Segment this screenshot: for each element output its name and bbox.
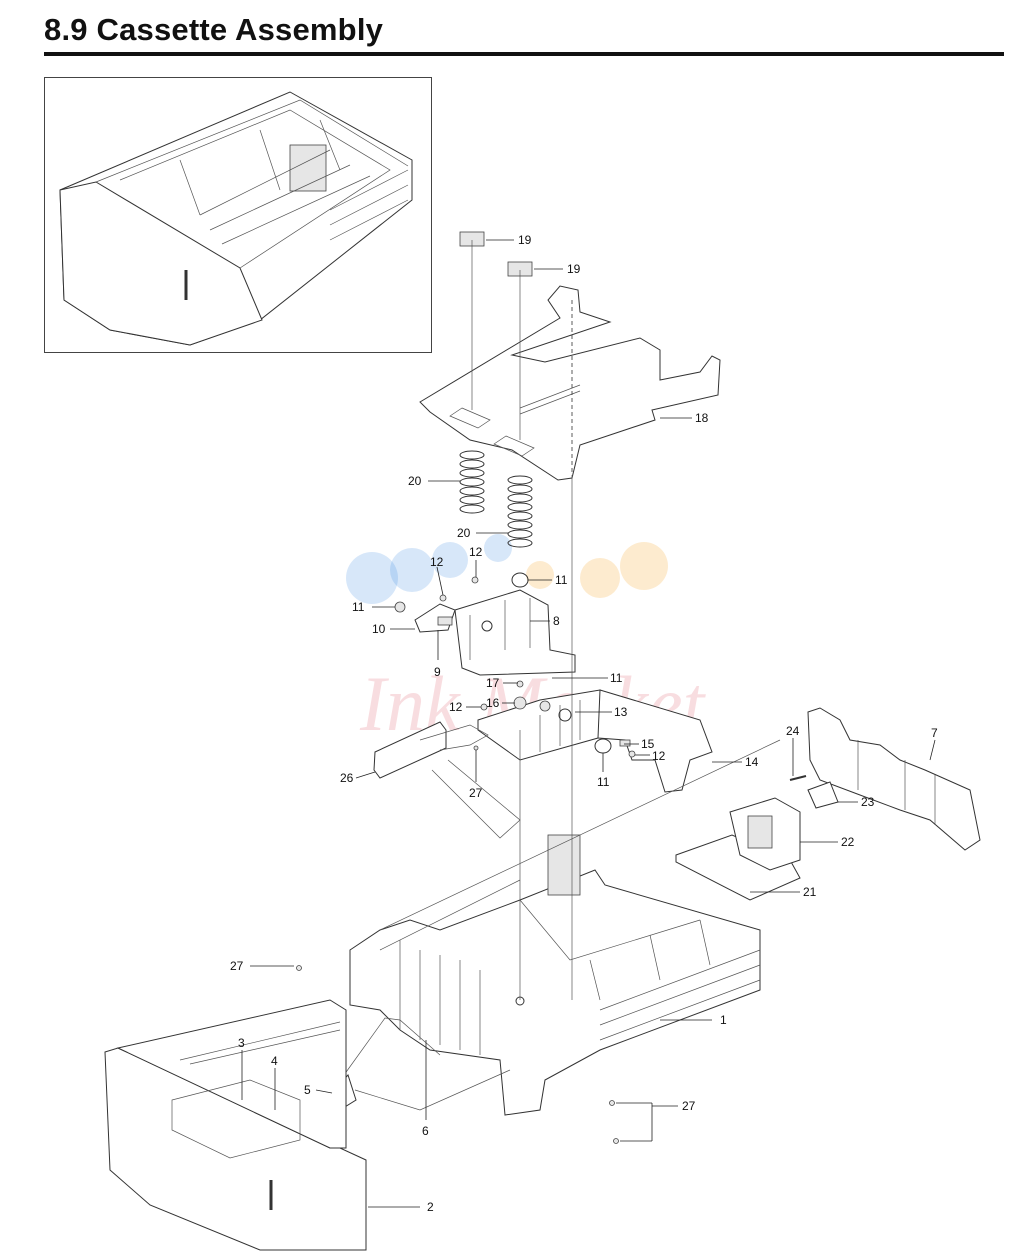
washer-16 [513, 696, 527, 710]
screw-27 [473, 745, 479, 751]
title-rule [44, 52, 1004, 56]
holder-9 [437, 616, 453, 626]
screw-12 [628, 750, 636, 758]
callout-20: 20 [457, 526, 471, 540]
callout-14: 14 [745, 755, 759, 769]
callout-27: 27 [230, 959, 244, 973]
side-cover-7 [807, 707, 981, 851]
callout-10: 10 [372, 622, 386, 636]
callout-9: 9 [434, 665, 441, 679]
callout-17: 17 [486, 676, 500, 690]
callout-16: 16 [486, 696, 500, 710]
gear-11 [539, 700, 551, 712]
callout-11: 11 [352, 600, 365, 614]
callout-7: 7 [931, 726, 938, 740]
lever-23 [807, 781, 839, 809]
callout-21: 21 [803, 885, 817, 899]
spring-15 [619, 739, 631, 747]
callout-23: 23 [861, 795, 875, 809]
callout-20: 20 [408, 474, 422, 488]
watermark-dot [580, 558, 620, 598]
callout-12: 12 [430, 555, 444, 569]
knock-up-plate-18 [419, 285, 721, 481]
callout-18: 18 [695, 411, 709, 425]
callout-11: 11 [610, 671, 623, 685]
screw-27 [613, 1138, 619, 1144]
screw-12 [439, 594, 447, 602]
callout-19: 19 [518, 233, 532, 247]
ring-11 [511, 572, 529, 588]
watermark-dot [484, 534, 512, 562]
leader-lines [241, 239, 936, 1208]
watermark-dot [526, 561, 554, 589]
callout-12: 12 [469, 545, 483, 559]
cassette-frame-1 [349, 869, 761, 1116]
spring-20 [459, 450, 485, 514]
callout-24: 24 [786, 724, 800, 738]
callout-13: 13 [614, 705, 628, 719]
callout-3: 3 [238, 1036, 245, 1050]
screw-17 [516, 680, 524, 688]
watermark-dot [390, 548, 434, 592]
callout-15: 15 [641, 737, 655, 751]
callout-5: 5 [304, 1083, 311, 1097]
gear-11 [394, 601, 406, 613]
inset-cassette-drawing [59, 91, 413, 346]
callout-labels: 19 19 18 20 20 12 12 11 11 10 8 9 17 11 … [230, 233, 938, 1214]
callout-6: 6 [422, 1124, 429, 1138]
callout-27: 27 [682, 1099, 696, 1113]
callout-1: 1 [720, 1013, 727, 1027]
callout-11: 11 [597, 775, 610, 789]
callout-8: 8 [553, 614, 560, 628]
watermark-dot [346, 552, 398, 604]
spring-24 [789, 775, 807, 781]
screw-12 [471, 576, 479, 584]
callout-12: 12 [449, 700, 463, 714]
callout-4: 4 [271, 1054, 278, 1068]
page-title: 8.9 Cassette Assembly [44, 12, 384, 47]
guide-26 [373, 721, 447, 779]
watermark-dot [432, 542, 468, 578]
callout-26: 26 [340, 771, 354, 785]
screw-27 [296, 965, 302, 971]
screw-27 [609, 1100, 615, 1106]
callout-11: 11 [555, 573, 568, 587]
callout-22: 22 [841, 835, 855, 849]
callout-27: 27 [469, 786, 483, 800]
callout-19: 19 [567, 262, 581, 276]
frame-14 [597, 689, 713, 793]
watermark-dot [620, 542, 668, 590]
callout-2: 2 [427, 1200, 434, 1214]
spring-20 [507, 475, 533, 548]
bracket-8 [454, 589, 576, 676]
callout-12: 12 [652, 749, 666, 763]
